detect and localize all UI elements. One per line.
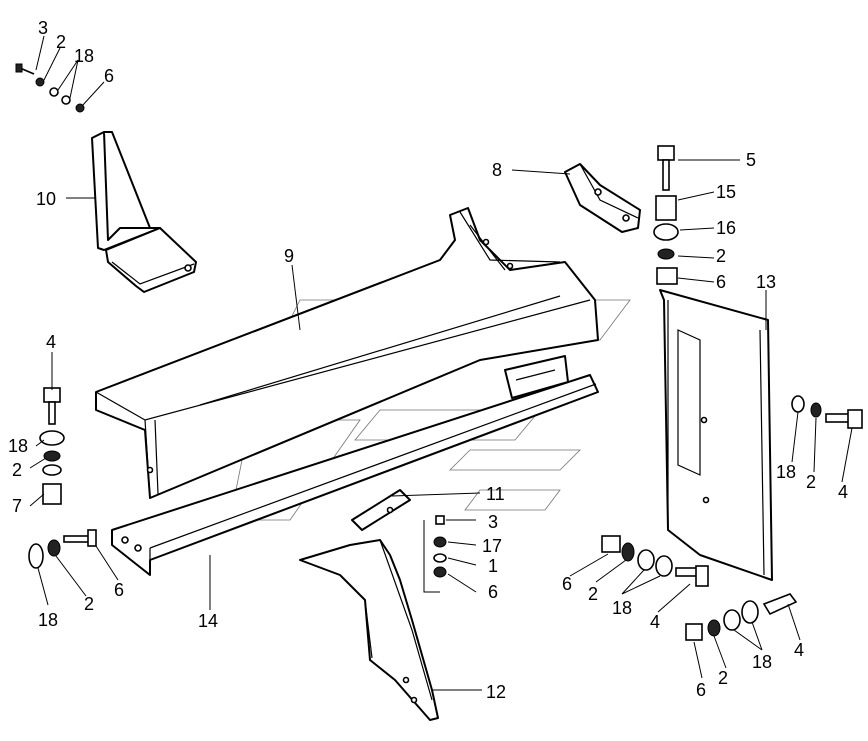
callout-4: 4 — [650, 612, 660, 632]
callout-2: 2 — [806, 472, 816, 492]
hardware-lower-right-b — [685, 593, 798, 641]
hardware-right-stack — [653, 145, 679, 285]
callout-9: 9 — [284, 246, 294, 266]
callout-18: 18 — [612, 598, 632, 618]
callout-2: 2 — [56, 32, 66, 52]
callout-18: 18 — [752, 652, 772, 672]
callout-1: 1 — [488, 556, 498, 576]
callout-13: 13 — [756, 272, 776, 292]
callout-18: 18 — [776, 462, 796, 482]
callout-2: 2 — [84, 594, 94, 614]
callout-14: 14 — [198, 611, 218, 631]
hardware-left-stack — [39, 387, 65, 505]
callout-2: 2 — [716, 246, 726, 266]
part-9-cover — [95, 207, 599, 499]
callout-labels: 3 2 18 6 10 8 5 15 16 2 6 9 13 4 18 2 7 … — [8, 18, 848, 702]
callout-18: 18 — [74, 46, 94, 66]
part-8-bracket — [564, 163, 641, 233]
callout-2: 2 — [12, 460, 22, 480]
callout-5: 5 — [746, 150, 756, 170]
part-13-plate — [659, 289, 773, 581]
callout-17: 17 — [482, 536, 502, 556]
callout-16: 16 — [716, 218, 736, 238]
part-12-support-leg — [299, 489, 439, 721]
callout-6: 6 — [114, 580, 124, 600]
callout-3: 3 — [38, 18, 48, 38]
hardware-lower-right-a — [601, 535, 709, 587]
callout-6: 6 — [104, 66, 114, 86]
callout-7: 7 — [12, 496, 22, 516]
callout-6: 6 — [488, 582, 498, 602]
callout-4: 4 — [838, 482, 848, 502]
callout-2: 2 — [588, 584, 598, 604]
callout-18: 18 — [38, 610, 58, 630]
callout-6: 6 — [562, 574, 572, 594]
part-14-rail — [111, 355, 599, 576]
callout-6: 6 — [696, 680, 706, 700]
callout-4: 4 — [46, 332, 56, 352]
part-10-bracket — [91, 131, 197, 293]
callout-4: 4 — [794, 640, 804, 660]
hardware-bottom-left — [28, 529, 97, 569]
hardware-top-left — [15, 63, 85, 113]
hardware-center — [433, 515, 447, 578]
callout-18: 18 — [8, 436, 28, 456]
callout-12: 12 — [486, 682, 506, 702]
callout-3: 3 — [488, 512, 498, 532]
callout-2: 2 — [718, 668, 728, 688]
callout-6: 6 — [716, 272, 726, 292]
leader-lines — [29, 35, 853, 691]
callout-15: 15 — [716, 182, 736, 202]
callout-11: 11 — [486, 484, 505, 504]
hardware-right-bolt — [791, 395, 863, 429]
callout-10: 10 — [36, 189, 56, 209]
callout-8: 8 — [492, 160, 502, 180]
